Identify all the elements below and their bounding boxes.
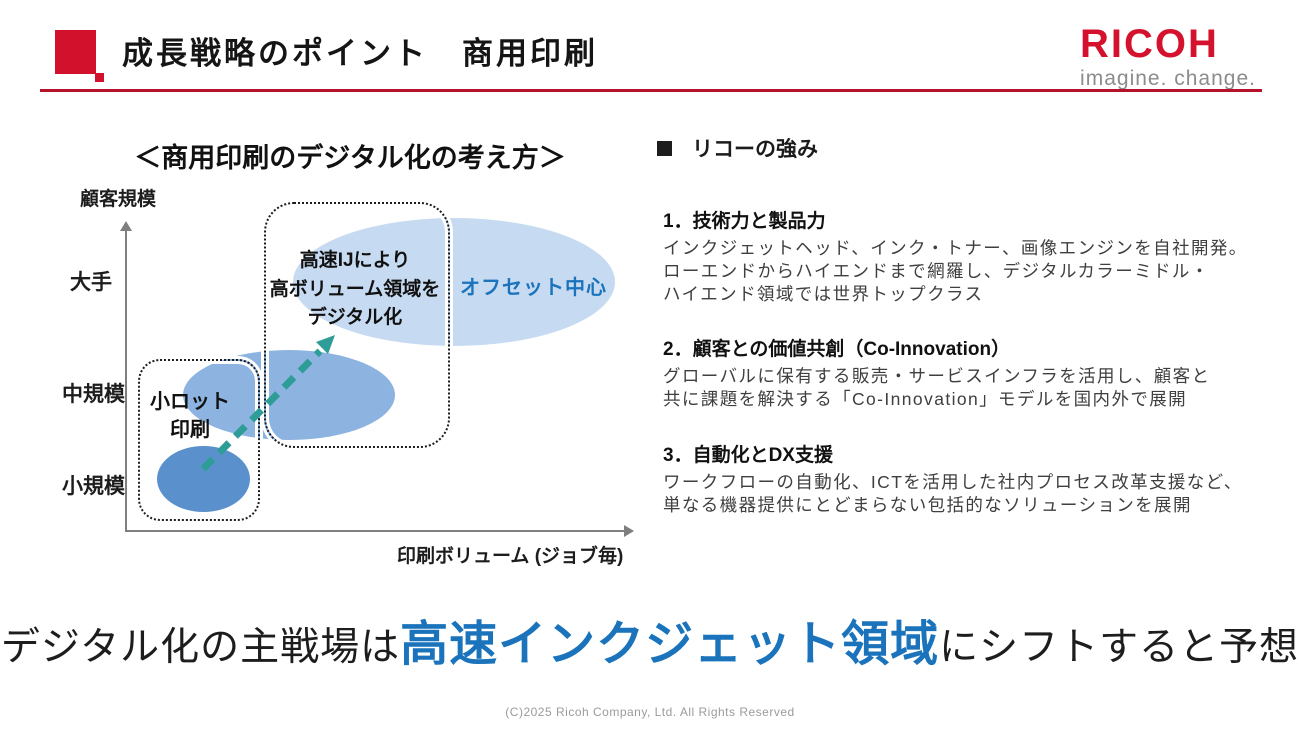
highspeed-ij-dotted-frame	[264, 202, 450, 448]
highspeed-ij-label: 高速IJにより 高ボリューム領域を デジタル化	[266, 247, 444, 333]
y-tick-medium: 中規模	[62, 383, 125, 406]
strength-2-line2: 共に課題を解決する「Co-Innovation」モデルを国内外で展開	[663, 389, 1188, 409]
conclusion-suffix: にシフトすると予想	[939, 626, 1300, 669]
strength-section-2: 2．顧客との価値共創（Co-Innovation） グローバルに保有する販売・サ…	[663, 334, 1293, 411]
y-axis-line	[125, 230, 127, 532]
offset-region-label: オフセット中心	[460, 277, 607, 299]
strength-1-line2: ローエンドからハイエンドまで網羅し、デジタルカラーミドル・	[663, 261, 1210, 281]
offset-region-ellipse	[293, 218, 615, 346]
strength-2-line1: グローバルに保有する販売・サービスインフラを活用し、顧客と	[663, 366, 1211, 386]
small-lot-label: 小ロット 印刷	[142, 388, 238, 444]
conclusion-prefix: デジタル化の主戦場は	[0, 626, 401, 669]
small-lot-label-line2: 印刷	[170, 419, 210, 441]
strength-3-line1: ワークフローの自動化、ICTを活用した社内プロセス改革支援など、	[663, 472, 1243, 492]
ricoh-logo-text: RICOH	[1080, 22, 1219, 66]
strength-3-title: 3．自動化とDX支援	[663, 445, 833, 466]
x-axis-label: 印刷ボリューム (ジョブ毎)	[397, 546, 624, 567]
highspeed-ij-label-line3: デジタル化	[307, 307, 403, 328]
y-axis-label: 顧客規模	[80, 189, 157, 210]
page-title: 成長戦略のポイント 商用印刷	[122, 36, 598, 71]
small-lot-label-line1: 小ロット	[150, 391, 230, 413]
diagram-title: ＜商用印刷のデジタル化の考え方＞	[134, 143, 566, 173]
section-bullet-icon	[657, 141, 672, 156]
strength-1-line1: インクジェットヘッド、インク・トナー、画像エンジンを自社開発。	[663, 238, 1248, 258]
ricoh-logo: RICOH imagine. change.	[1080, 24, 1256, 89]
header-divider	[40, 89, 1262, 92]
x-axis-line	[125, 530, 625, 532]
strength-1-title: 1．技術力と製品力	[663, 211, 826, 232]
conclusion-highlight: 高速インクジェット領域	[400, 618, 940, 671]
strengths-heading-label: リコーの強み	[692, 138, 818, 161]
strength-1-line3: ハイエンド領域では世界トップクラス	[663, 284, 984, 304]
slide-title-marker-icon	[55, 30, 104, 82]
highspeed-ij-label-line2: 高ボリューム領域を	[269, 278, 441, 300]
ricoh-tagline: imagine. change.	[1080, 67, 1256, 90]
x-axis-arrow-icon	[624, 525, 634, 537]
y-tick-large: 大手	[70, 271, 112, 294]
conclusion-statement: デジタル化の主戦場は高速インクジェット領域にシフトすると予想	[0, 604, 1300, 674]
strength-3-line2: 単なる機器提供にとどまらない包括的なソリューションを展開	[663, 495, 1192, 515]
y-tick-small: 小規模	[62, 475, 125, 498]
strength-section-3: 3．自動化とDX支援 ワークフローの自動化、ICTを活用した社内プロセス改革支援…	[663, 440, 1293, 517]
strength-section-1: 1．技術力と製品力 インクジェットヘッド、インク・トナー、画像エンジンを自社開発…	[663, 206, 1293, 306]
highspeed-ij-label-line1: 高速IJにより	[299, 250, 411, 271]
y-axis-arrow-icon	[120, 221, 132, 231]
strengths-heading: リコーの強み	[657, 133, 818, 163]
copyright-text: (C)2025 Ricoh Company, Ltd. All Rights R…	[505, 705, 795, 719]
strength-2-title: 2．顧客との価値共創（Co-Innovation）	[663, 339, 1011, 360]
